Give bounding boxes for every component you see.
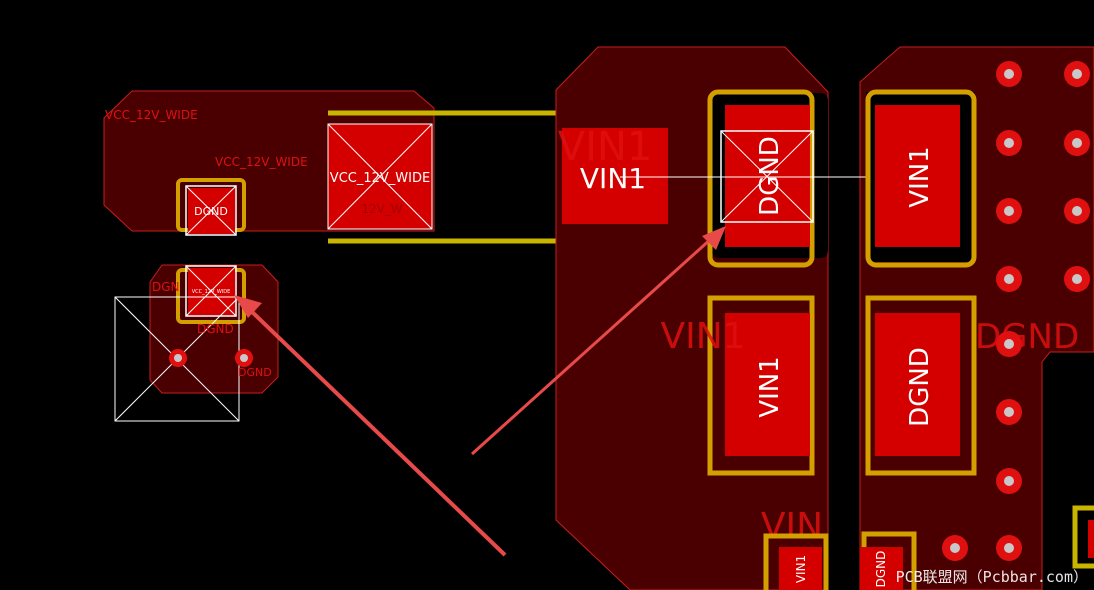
via-icon[interactable] xyxy=(996,198,1022,224)
pad-vin1-label: VIN1 xyxy=(580,162,646,195)
small-pad-top-label: DGND xyxy=(194,205,228,218)
pad-vin1-lower[interactable] xyxy=(725,313,810,456)
silkscreen-vin1-lower-pad xyxy=(707,295,815,476)
pad-vin1-small[interactable] xyxy=(779,547,822,590)
large-pad-selection-box xyxy=(327,123,433,230)
net-label-vin1-pour: VIN1 xyxy=(558,124,653,170)
small-pad-bottom-selection-box xyxy=(185,265,237,317)
via-icon[interactable] xyxy=(996,535,1022,561)
pad-edge[interactable] xyxy=(1088,520,1094,558)
net-label-dgnd-1: DGND xyxy=(197,322,234,336)
via-icon[interactable] xyxy=(1064,130,1090,156)
pad-vin1-small-label: VIN1 xyxy=(794,555,808,583)
small-pad-top-selection-box xyxy=(185,185,237,236)
pad-dgnd-label: DGND xyxy=(755,136,785,216)
via-icon[interactable] xyxy=(235,349,253,367)
pad-vin1[interactable] xyxy=(562,128,668,224)
pad-vin1-lower-label: VIN1 xyxy=(755,356,785,417)
small-pad-top-cross-2 xyxy=(185,185,237,236)
net-label-vcc-1: VCC_12V_WIDE xyxy=(105,108,198,122)
pad-dgnd-small[interactable] xyxy=(860,547,903,590)
silkscreen-vin1-pad xyxy=(865,89,977,268)
pad-dgnd-small-label: DGND xyxy=(874,551,888,588)
silkscreen-edge-pad xyxy=(1072,505,1094,569)
via-icon[interactable] xyxy=(996,130,1022,156)
via-icon[interactable] xyxy=(996,266,1022,292)
via-icon[interactable] xyxy=(996,399,1022,425)
via-icon[interactable] xyxy=(1064,266,1090,292)
silkscreen-dgnd-pad xyxy=(707,89,815,268)
via-field xyxy=(942,61,1090,561)
arrow-icon xyxy=(470,226,726,456)
pad-vin1-vertical[interactable] xyxy=(875,105,960,247)
large-pad-cross-2 xyxy=(327,123,433,230)
net-label-vin1-lower: VIN1 xyxy=(660,316,745,357)
large-pad-sublabel: 12V_W xyxy=(361,202,402,216)
via-icon[interactable] xyxy=(996,468,1022,494)
via-icon[interactable] xyxy=(1064,198,1090,224)
large-pad-label: VCC_12V_WIDE xyxy=(330,171,430,186)
via-icon[interactable] xyxy=(996,61,1022,87)
silkscreen-dgnd-lower-pad xyxy=(865,295,977,476)
net-label-dgnd-right: DGND xyxy=(975,317,1079,357)
pad-dgnd-lower[interactable] xyxy=(875,313,960,456)
net-label-dgn: DGN xyxy=(152,280,180,294)
silkscreen-vin1-small-pad xyxy=(763,533,829,590)
small-pad-bottom-label: VCC_12V_WIDE xyxy=(192,289,231,295)
net-label-dgnd-2: DGND xyxy=(238,366,272,379)
net-label-vin: VIN xyxy=(761,506,823,547)
via-icon[interactable] xyxy=(942,535,968,561)
small-pad-bottom-cross-2 xyxy=(185,265,237,317)
via-icon[interactable] xyxy=(996,331,1022,357)
net-label-vcc-2: VCC_12V_WIDE xyxy=(215,155,308,169)
arrow-icon xyxy=(234,295,507,557)
via-icon[interactable] xyxy=(169,349,187,367)
watermark: PCB联盟网（Pcbbar.com） xyxy=(896,568,1088,586)
via-icon[interactable] xyxy=(1064,61,1090,87)
pad-dgnd-lower-label: DGND xyxy=(905,347,935,427)
pad-vin1-vertical-label: VIN1 xyxy=(905,146,935,207)
